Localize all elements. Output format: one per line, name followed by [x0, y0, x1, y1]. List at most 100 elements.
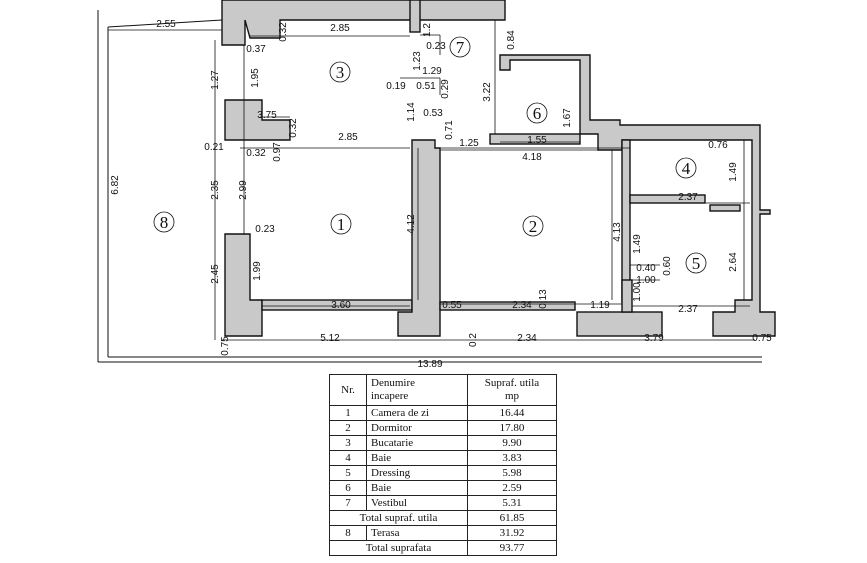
header-area: Supraf. utila mp [467, 374, 557, 406]
dim-label: 2.85 [330, 23, 350, 34]
terrace-outline [97, 10, 762, 363]
interior-lines [400, 20, 660, 281]
dim-label: 1.2 [422, 23, 433, 37]
room-labels: 3 7 6 4 5 1 2 8 [153, 36, 707, 274]
dim-label: 0.19 [386, 81, 406, 92]
dim-label: 0.2 [468, 333, 479, 347]
total-label: Total suprafata [329, 540, 468, 556]
dim-label: 1.19 [590, 300, 610, 311]
room-4-label: 4 [682, 159, 691, 178]
dim-label: 4.13 [612, 222, 623, 242]
row-area: 17.80 [467, 420, 557, 436]
row-area: 5.31 [467, 495, 557, 511]
dim-label: 13.89 [417, 359, 442, 370]
dim-label: 0.23 [426, 41, 446, 52]
dim-label: 4.12 [406, 214, 417, 234]
dim-label: 0.51 [416, 81, 436, 92]
total-value: 93.77 [467, 540, 557, 556]
dim-label: 2.34 [512, 300, 532, 311]
dim-label: 3.22 [482, 82, 493, 102]
table-header: Nr. Denumire incapere Supraf. utila mp [329, 374, 557, 406]
header-area-line2: mp [504, 390, 520, 402]
row-nr: 8 [329, 525, 367, 541]
row-area: 9.90 [467, 435, 557, 451]
dim-label: 1.49 [632, 234, 643, 254]
dim-label: 0.32 [246, 148, 266, 159]
room-3-label: 3 [336, 63, 345, 82]
dim-label: 0.32 [278, 22, 289, 42]
room-5-label: 5 [692, 254, 701, 273]
dim-label: 0.76 [708, 140, 728, 151]
row-nr: 5 [329, 465, 367, 481]
dim-label: 0.13 [538, 289, 549, 309]
dim-label: 0.84 [506, 30, 517, 50]
header-name-line1: Denumire [371, 377, 415, 389]
header-nr: Nr. [329, 374, 367, 406]
walls [221, 0, 776, 337]
row-area: 2.59 [467, 480, 557, 496]
dim-label: 0.37 [246, 44, 266, 55]
dim-label: 2.55 [156, 19, 176, 30]
row-name: Vestibul [366, 495, 468, 511]
row-name: Terasa [366, 525, 468, 541]
room-1-label: 1 [337, 215, 346, 234]
room-8-label: 8 [160, 213, 169, 232]
row-nr: 7 [329, 495, 367, 511]
dim-label: 1.29 [422, 66, 442, 77]
room-6-label: 6 [533, 104, 542, 123]
room-7-label: 7 [456, 38, 465, 57]
total-util-value: 61.85 [467, 510, 557, 526]
total-util-label: Total supraf. utila [329, 510, 468, 526]
row-name: Bucatarie [366, 435, 468, 451]
dim-label: 2.37 [678, 192, 698, 203]
row-name: Dressing [366, 465, 468, 481]
dim-label: 2.37 [678, 304, 698, 315]
dimension-lines [108, 29, 755, 341]
dim-label: 2.64 [728, 252, 739, 272]
header-name: Denumire incapere [366, 374, 468, 406]
dim-label: 1.95 [250, 68, 261, 88]
dim-label: 2.35 [210, 180, 221, 200]
dim-label: 0.21 [204, 142, 224, 153]
dim-label: 2.45 [210, 264, 221, 284]
row-nr: 2 [329, 420, 367, 436]
dim-label: 0.29 [440, 79, 451, 99]
dim-label: 2.85 [338, 132, 358, 143]
dim-label: 0.55 [442, 300, 462, 311]
row-nr: 3 [329, 435, 367, 451]
dim-label: 0.60 [662, 256, 673, 276]
dim-label: 1.67 [562, 108, 573, 128]
row-nr: 1 [329, 405, 367, 421]
dim-label: 3.75 [257, 110, 277, 121]
row-nr: 6 [329, 480, 367, 496]
dim-label: 5.12 [320, 333, 340, 344]
dim-label: 0.40 [636, 263, 656, 274]
dim-label: 0.71 [444, 120, 455, 140]
dim-label: 0.32 [288, 118, 299, 138]
row-name: Dormitor [366, 420, 468, 436]
dim-label: 1.27 [210, 70, 221, 90]
dim-label: 0.23 [255, 224, 275, 235]
dim-label: 1.25 [459, 138, 479, 149]
row-area: 31.92 [467, 525, 557, 541]
row-nr: 4 [329, 450, 367, 466]
dim-label: 4.18 [522, 152, 542, 163]
dim-label: 3.79 [644, 333, 664, 344]
row-area: 3.83 [467, 450, 557, 466]
header-area-line1: Supraf. utila [484, 377, 540, 389]
dim-label: 0.75 [752, 333, 772, 344]
dim-label: 1.00 [636, 275, 656, 286]
dim-label: 2.99 [238, 180, 249, 200]
dim-label: 3.60 [331, 300, 351, 311]
row-area: 5.98 [467, 465, 557, 481]
row-name: Baie [366, 450, 468, 466]
dim-label: 1.99 [252, 261, 263, 281]
dim-label: 0.53 [423, 108, 443, 119]
